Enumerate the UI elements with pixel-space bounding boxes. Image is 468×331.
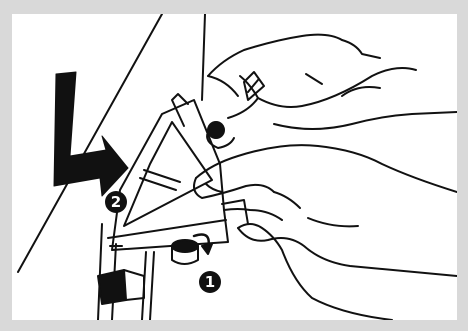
callout-step-1-label: 1 [205,273,215,291]
lower-hand [194,145,457,320]
instruction-illustration: 1 2 [12,14,457,320]
rail-left [98,224,102,320]
triangular-bracket [108,94,248,250]
callout-step-2: 2 [105,191,127,213]
device-back-edge [202,14,205,100]
upper-hand [207,35,457,148]
rail-right-inner [150,252,154,320]
screw-knob [172,240,198,264]
down-left-arrow-icon [54,72,128,196]
callout-step-1: 1 [199,271,221,293]
callout-step-2-label: 2 [111,193,121,211]
illustration-panel: 1 2 [12,14,457,320]
slider-block [98,270,144,304]
